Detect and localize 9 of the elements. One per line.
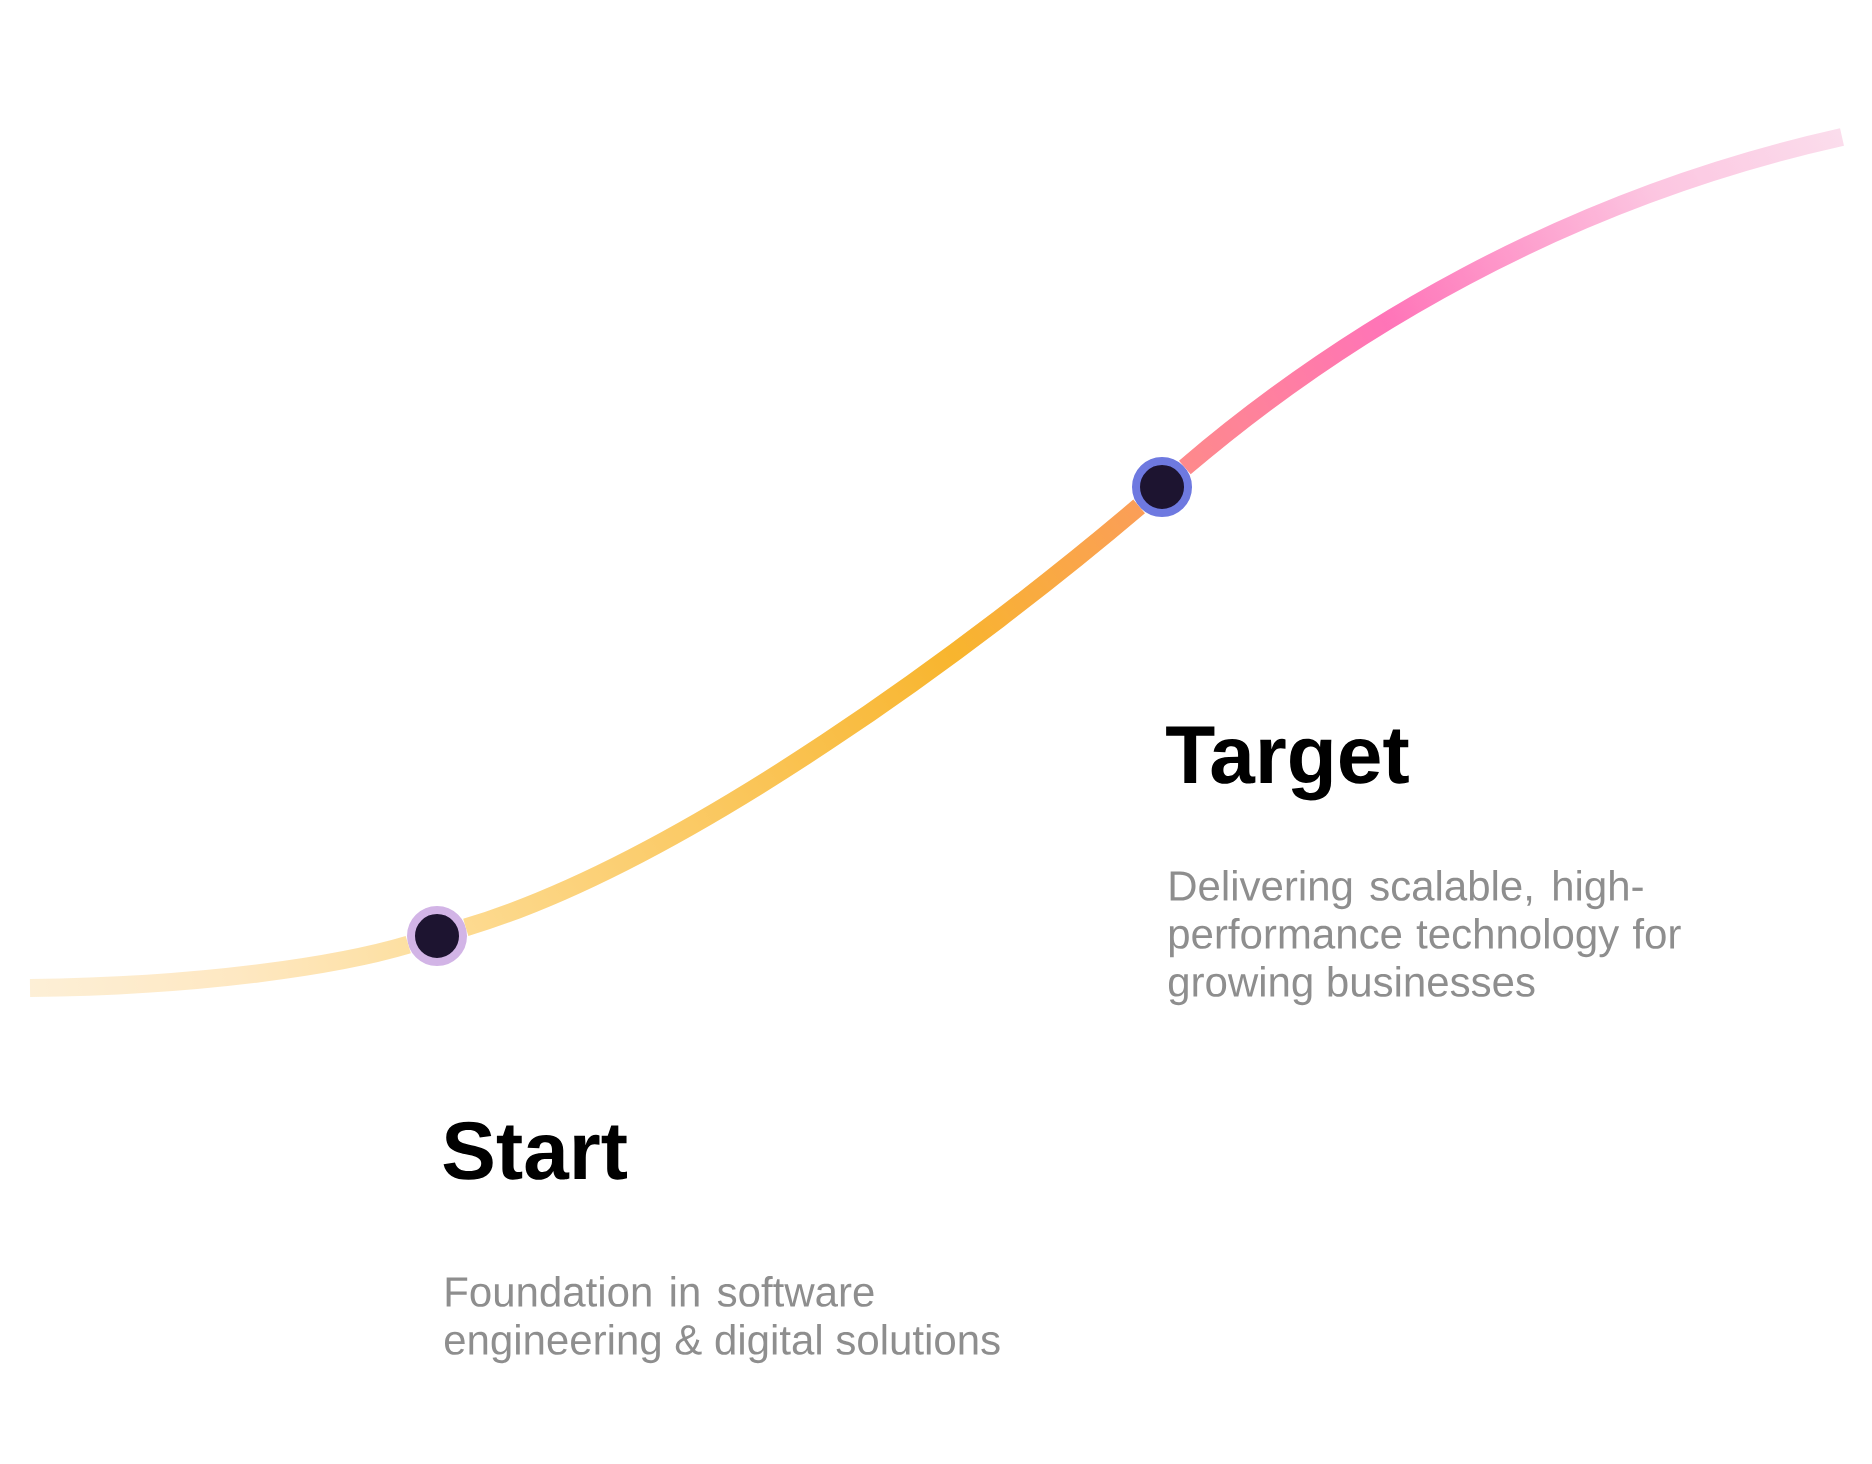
milestone-title: Start	[443, 1121, 627, 1180]
timeline-curve	[462, 499, 1145, 936]
timeline-curve	[29, 935, 411, 997]
milestone-description: Delivering scalable, high-performance technology for growing businesses	[1168, 870, 1681, 1006]
timeline-curve	[1179, 128, 1845, 475]
milestone-description: Foundation in software engineering & digital solutions	[445, 1276, 1000, 1364]
milestone-dot	[1132, 457, 1192, 517]
milestone-dot	[407, 906, 467, 966]
milestone-title: Target	[1166, 726, 1409, 801]
